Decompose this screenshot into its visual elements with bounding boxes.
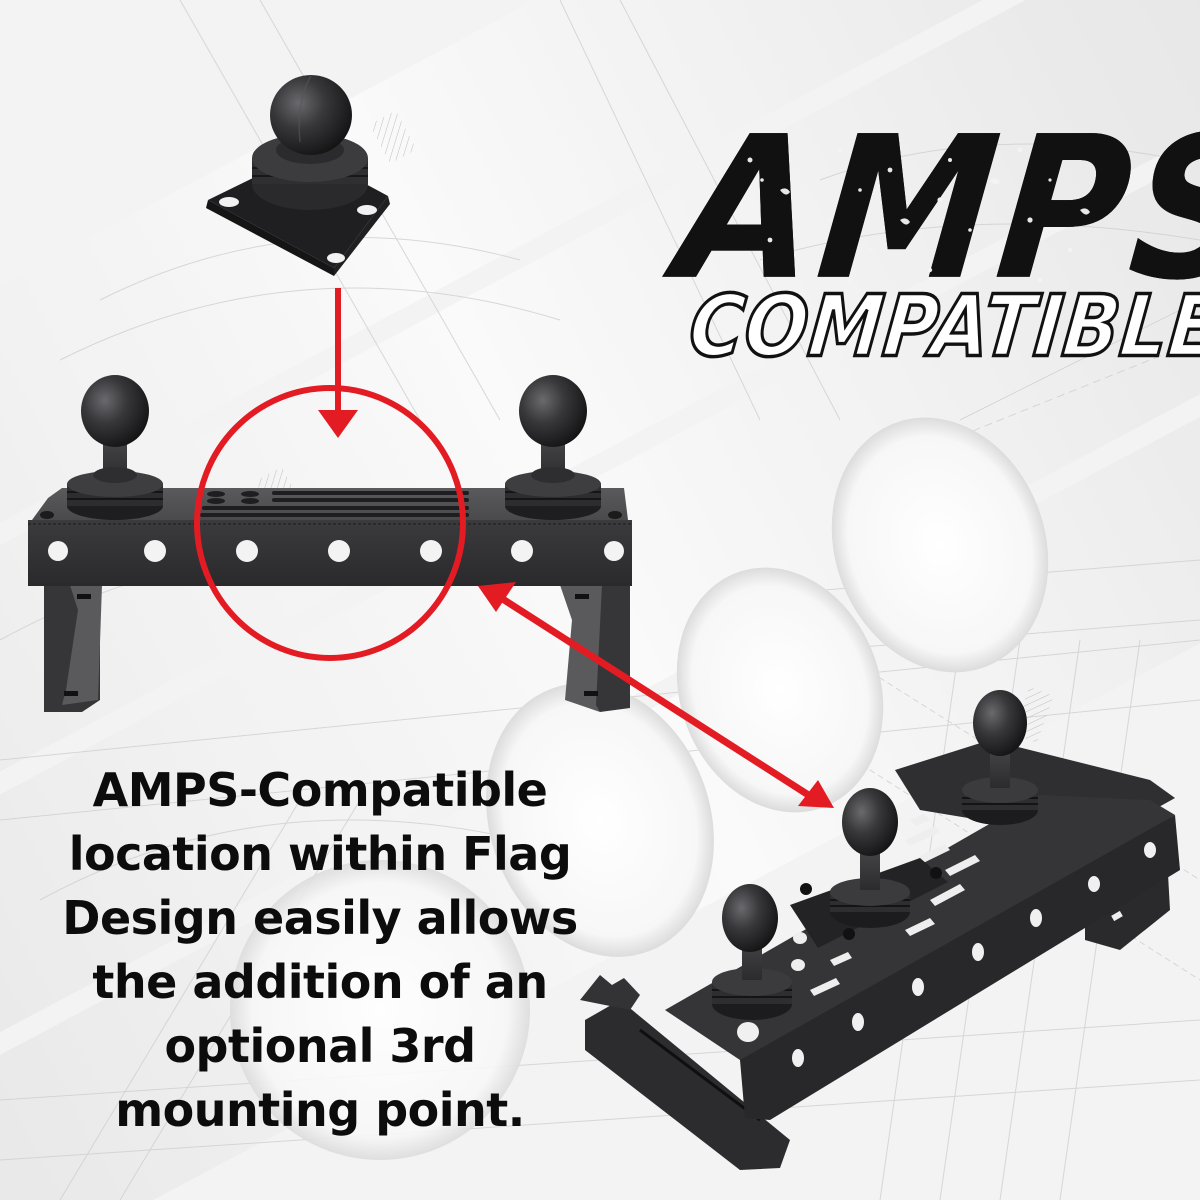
body-line: mounting point. — [115, 1083, 525, 1137]
body-line: optional 3rd — [164, 1019, 476, 1073]
body-line: AMPS-Compatible — [92, 763, 548, 817]
headline-compatible: COMPATIBLE — [683, 276, 1200, 378]
body-line: location within Flag — [68, 827, 572, 881]
body-copy: AMPS-Compatible location within Flag Des… — [30, 758, 610, 1142]
headline: AMPS COMPATIBLE — [669, 94, 1200, 378]
body-line: the addition of an — [92, 955, 548, 1009]
headline-amps: AMPS — [668, 94, 1200, 324]
body-line: Design easily allows — [62, 891, 578, 945]
